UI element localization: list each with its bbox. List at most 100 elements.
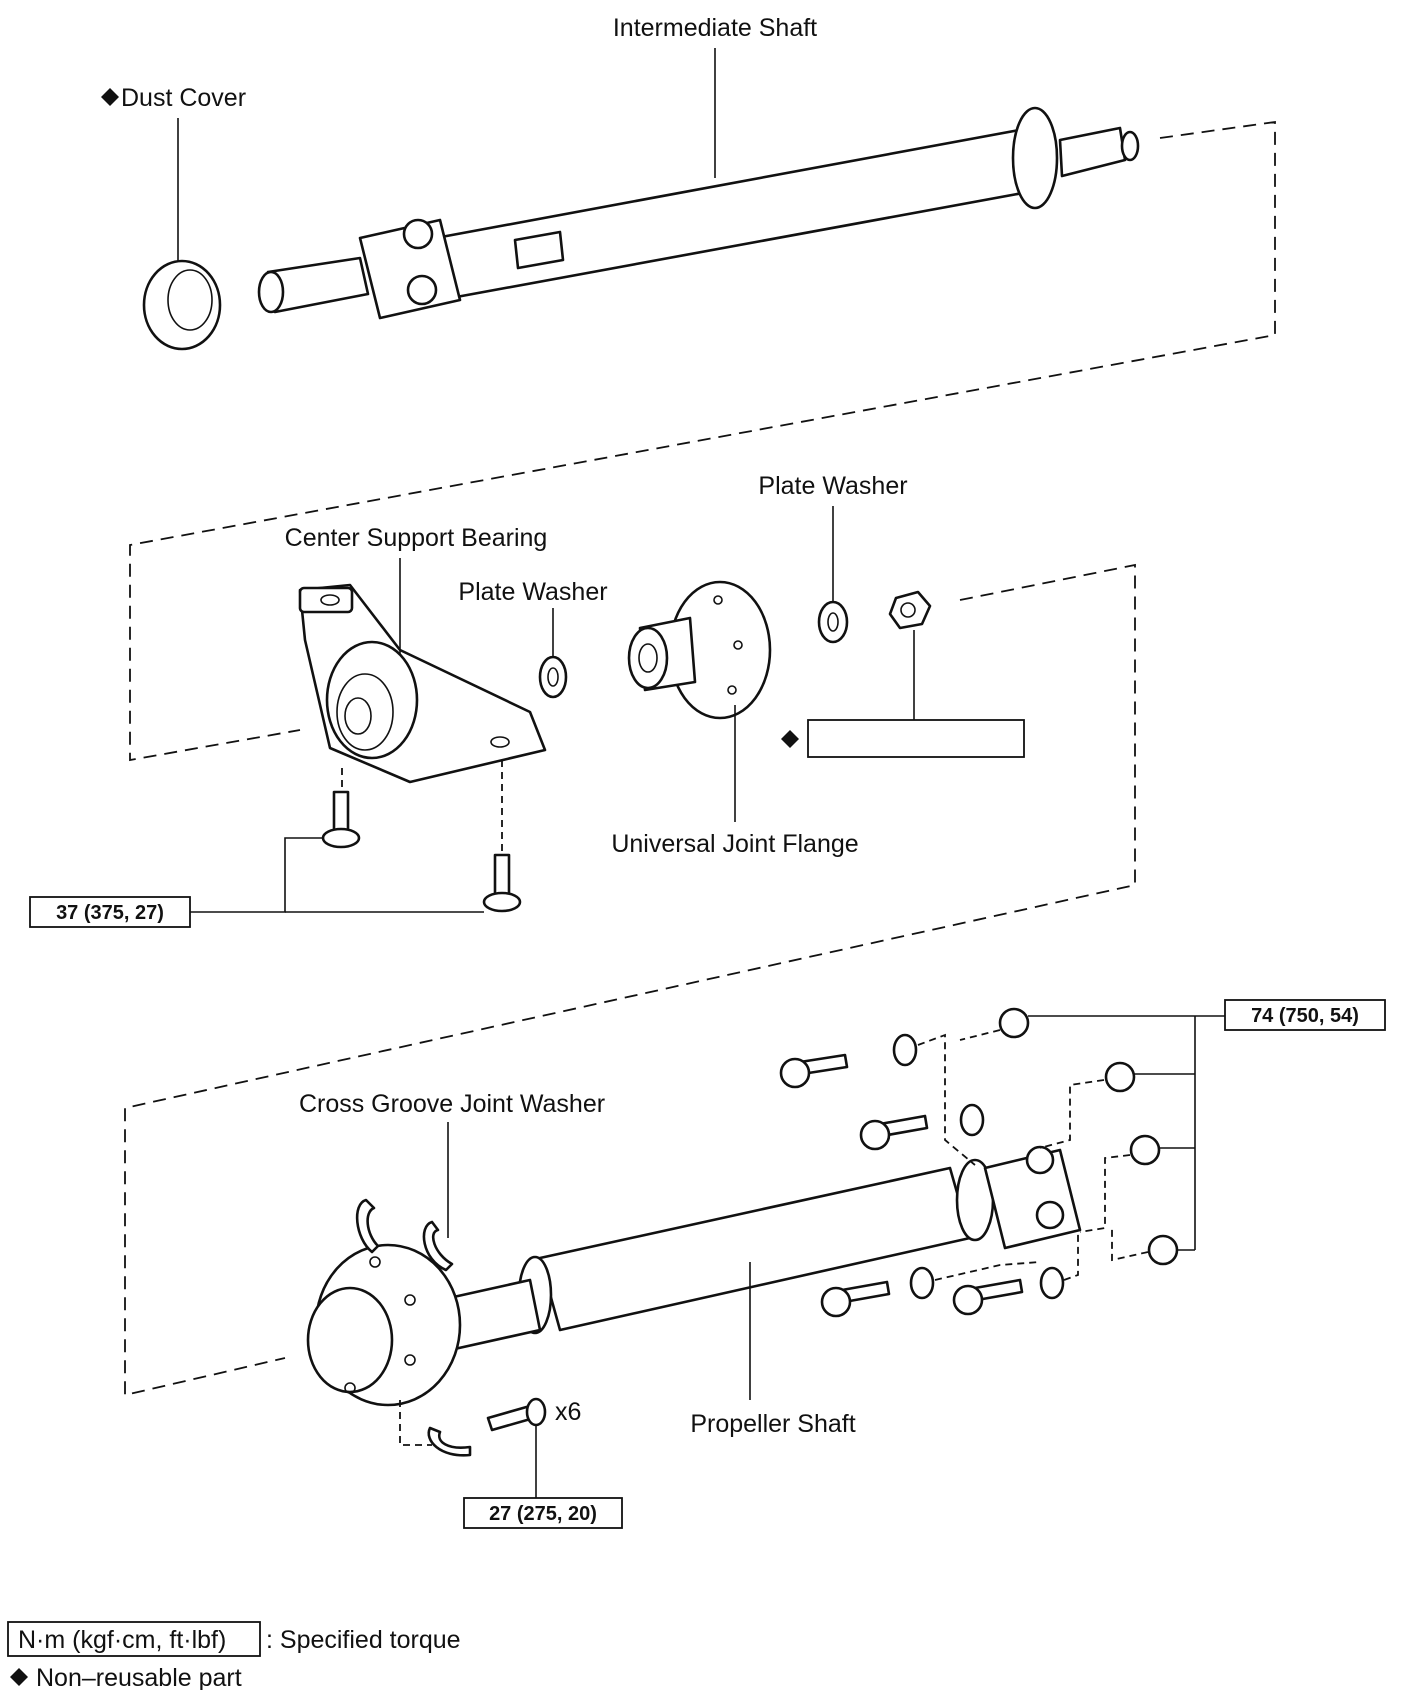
propeller-shaft-label: Propeller Shaft: [690, 1410, 855, 1438]
plate-washer-left-label: Plate Washer: [458, 578, 607, 606]
non-reusable-diamond-dust-cover: [101, 88, 119, 106]
dust-cover-label: Dust Cover: [121, 84, 246, 112]
joint-bearing-cap: [402, 218, 434, 250]
flange-stud-hole-2: [733, 640, 743, 650]
intermediate-shaft-spline-end: [257, 270, 285, 314]
plate-washer-right-hole: [827, 612, 839, 632]
assembly-guide-top: [129, 120, 1276, 762]
flange-nut-1: [998, 1007, 1030, 1039]
bearing-bolt-left: [332, 790, 350, 832]
rear-joint-cap-upper: [1025, 1145, 1055, 1175]
joint-bearing-cap-lower: [406, 274, 438, 306]
dust-cover-group: Dust Cover: [101, 84, 246, 351]
center-support-bearing-label: Center Support Bearing: [285, 524, 548, 552]
intermediate-shaft-label: Intermediate Shaft: [613, 14, 817, 42]
flange-nut-2: [1104, 1061, 1136, 1093]
legend-unit: N·m (kgf·cm, ft·lbf): [18, 1626, 226, 1654]
flange-hub: [627, 626, 669, 690]
center-bearing-group: Center Support Bearing 37 (375, 27): [29, 524, 548, 928]
flange-stud-hole-1: [713, 595, 723, 605]
universal-joint-flange-group: Universal Joint Flange: [611, 580, 859, 858]
center-support-bearing: [325, 640, 419, 760]
flange-guide-1: [917, 1033, 976, 1166]
flange-bolt-3-head: [820, 1286, 852, 1318]
bearing-bolt-right-head: [482, 891, 522, 913]
cgj-bolt-hole-2: [404, 1294, 416, 1306]
bearing-ring: [336, 673, 394, 751]
cross-groove-washer-group: Cross Groove Joint Washer x6 27 (275, 20…: [299, 1090, 623, 1529]
bearing-bolt-right: [493, 853, 511, 896]
cross-groove-washer-left: [355, 1198, 380, 1254]
intermediate-shaft-spline: [1058, 126, 1127, 178]
cgj-bolt-head: [525, 1397, 547, 1427]
legend-specified-torque: : Specified torque: [266, 1626, 461, 1654]
assembly-guide-middle: [124, 563, 1136, 1397]
flange-washer-3: [909, 1266, 935, 1300]
universal-joint-flange-label: Universal Joint Flange: [611, 830, 858, 858]
plate-washer-right: [817, 600, 849, 644]
propeller-shaft-group: Propeller Shaft: [306, 1145, 1082, 1438]
flange-washer-4: [1039, 1266, 1065, 1300]
flange-fasteners-group: 74 (750, 54): [779, 999, 1386, 1318]
cross-groove-joint-cap: [306, 1286, 394, 1394]
spline-tip: [1120, 130, 1140, 162]
plate-washer-left: [538, 655, 568, 699]
torque-leader-center-bearing: [190, 837, 322, 913]
flange-lock-nut: [888, 590, 932, 630]
flange-washer-1: [892, 1033, 918, 1067]
flange-hub-bore: [638, 643, 658, 673]
legend-non-reusable-diamond: [10, 1668, 28, 1686]
plate-washer-right-group: Plate Washer: [124, 472, 1136, 1397]
legend-unit-box: [7, 1621, 261, 1657]
flange-guide-5: [1111, 1228, 1149, 1262]
legend-non-reusable: Non–reusable part: [36, 1664, 242, 1690]
torque-box-cross-groove: [463, 1497, 623, 1529]
non-reusable-diamond-flange-nut: [781, 730, 799, 748]
cross-groove-washer-label: Cross Groove Joint Washer: [299, 1090, 605, 1118]
flange-guide-7: [1063, 1232, 1079, 1281]
dust-cover: [142, 259, 222, 351]
cross-groove-washer-lower: [427, 1426, 472, 1457]
bearing-bore: [344, 697, 372, 735]
torque-cross-groove: 27 (275, 20): [489, 1503, 597, 1525]
rear-joint-cap-lower: [1035, 1200, 1065, 1230]
cgj-bolt-hole-3: [404, 1354, 416, 1366]
flange-guide-6: [934, 1261, 1041, 1281]
torque-center-bearing: 37 (375, 27): [56, 902, 164, 924]
flange-nut-torque-box-empty: [807, 719, 1025, 758]
plate-washer-right-label: Plate Washer: [758, 472, 907, 500]
flange-guide-3: [1039, 1079, 1105, 1149]
flange-bolt-2-head: [859, 1119, 891, 1151]
flange-washer-2: [959, 1103, 985, 1137]
plate-washer-left-hole: [547, 667, 559, 687]
bracket-hole-right: [490, 736, 510, 748]
bearing-bolt-left-head: [321, 827, 361, 849]
torque-box-flange: [1224, 999, 1386, 1031]
intermediate-shaft: [423, 126, 1052, 302]
bracket-hole-left: [320, 594, 340, 606]
cgj-bolt-hole-4: [344, 1382, 356, 1394]
cgj-bolt-guide: [399, 1400, 432, 1446]
shaft-label-plate: [513, 230, 565, 270]
intermediate-shaft-flange: [1011, 106, 1059, 210]
flange-guide-2: [959, 1029, 1001, 1041]
flange-bolt-4-head: [952, 1284, 984, 1316]
cgj-bolt-hole-1: [369, 1256, 381, 1268]
flange-nut-4: [1147, 1234, 1179, 1266]
flange-guide-4: [1079, 1154, 1131, 1233]
flange-nut-3: [1129, 1134, 1161, 1166]
dust-cover-inner: [167, 269, 213, 331]
torque-box-center-bearing: [29, 896, 191, 928]
torque-flange-nuts: 74 (750, 54): [1251, 1005, 1359, 1027]
bracket-top-tab: [298, 586, 354, 614]
intermediate-shaft-group: Intermediate Shaft: [129, 14, 1276, 762]
flange-bolt-1-head: [779, 1057, 811, 1089]
bolt-count-label: x6: [555, 1398, 581, 1426]
cross-groove-washer-right: [422, 1220, 454, 1272]
legend: N·m (kgf·cm, ft·lbf) : Specified torque …: [7, 1621, 461, 1690]
plate-washer-left-group: Plate Washer: [458, 578, 608, 699]
flange-lock-nut-hole: [900, 602, 916, 618]
propeller-shaft: [538, 1166, 972, 1332]
flange-stud-hole-3: [727, 685, 737, 695]
